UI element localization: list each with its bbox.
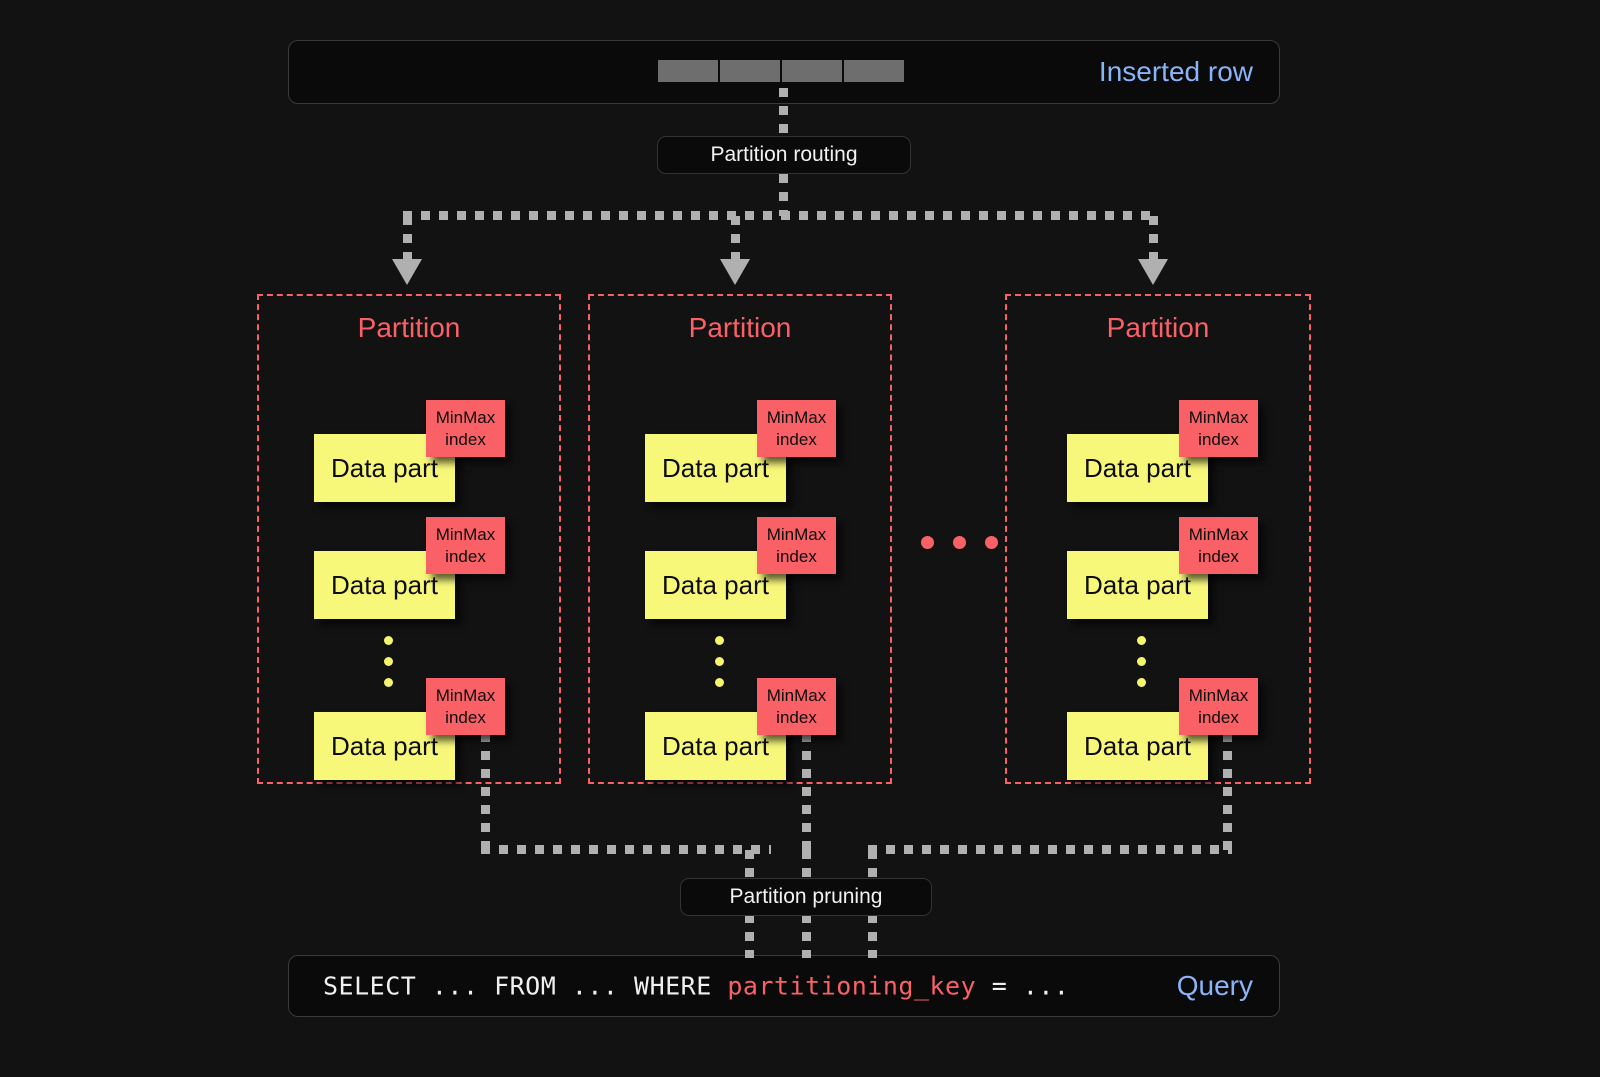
connector-bus-to-partition-2	[1149, 216, 1158, 262]
data-part-group: Data part MinMax index	[1067, 400, 1297, 510]
minmax-index-box: MinMax index	[1179, 400, 1258, 457]
minmax-index-box: MinMax index	[757, 400, 836, 457]
query-text-suffix: = ...	[976, 971, 1070, 1001]
partition-pruning-label: Partition pruning	[729, 885, 883, 908]
connector-pruning-to-query-right	[868, 914, 877, 958]
minmax-index-line1: MinMax	[1188, 408, 1249, 428]
ellipsis-dot	[985, 536, 998, 549]
partition-container-2: Partition Data part MinMax index Data pa…	[1005, 294, 1311, 784]
partition-container-1: Partition Data part MinMax index Data pa…	[588, 294, 892, 784]
query-text: SELECT ... FROM ... WHERE partitioning_k…	[323, 972, 1069, 1001]
query-label: Query	[1176, 970, 1253, 1001]
minmax-index-box: MinMax index	[426, 678, 505, 735]
inserted-row-cells	[658, 60, 904, 82]
query-partitioning-key: partitioning_key	[727, 971, 977, 1001]
data-part-group: Data part MinMax index	[645, 400, 875, 510]
minmax-index-line2: index	[776, 707, 817, 727]
ellipsis-dot	[384, 636, 393, 645]
connector-partition-1-to-bus	[802, 733, 811, 851]
data-part-box: Data part	[314, 712, 455, 780]
partition-container-0: Partition Data part MinMax index Data pa…	[257, 294, 561, 784]
arrowhead-down-partition-2	[1138, 259, 1168, 285]
data-part-group: Data part MinMax index	[314, 400, 544, 510]
connector-partition-2-to-bus	[1223, 733, 1232, 851]
data-part-group: Data part MinMax index	[314, 517, 544, 627]
minmax-index-box: MinMax index	[1179, 517, 1258, 574]
minmax-index-line2: index	[445, 707, 486, 727]
minmax-index-line1: MinMax	[435, 408, 496, 428]
partition-title: Partition	[357, 312, 461, 343]
data-part-box: Data part	[645, 434, 786, 502]
partition-title: Partition	[1106, 312, 1210, 343]
connector-bus-to-partition-0	[403, 216, 412, 262]
row-cell	[720, 60, 780, 82]
minmax-index-box: MinMax index	[426, 517, 505, 574]
partition-pruning-box[interactable]: Partition pruning	[680, 878, 932, 916]
inserted-row-bar: Inserted row	[288, 40, 1280, 104]
query-text-prefix: SELECT ... FROM ... WHERE	[323, 971, 728, 1001]
minmax-index-box: MinMax index	[757, 678, 836, 735]
query-bar: SELECT ... FROM ... WHERE partitioning_k…	[288, 955, 1280, 1017]
minmax-index-line1: MinMax	[766, 686, 827, 706]
connector-collection-bus-right	[868, 845, 1232, 854]
ellipsis-dot	[384, 678, 393, 687]
connector-bus-to-pruning-right	[868, 850, 877, 884]
row-cell	[782, 60, 842, 82]
minmax-index-box: MinMax index	[1179, 678, 1258, 735]
ellipsis-dot	[1137, 636, 1146, 645]
ellipsis-dot	[715, 678, 724, 687]
minmax-index-box: MinMax index	[757, 517, 836, 574]
partitions-ellipsis	[921, 536, 998, 549]
arrowhead-down-partition-1	[720, 259, 750, 285]
connector-row-to-routing	[779, 88, 788, 138]
minmax-index-line1: MinMax	[1188, 686, 1249, 706]
minmax-index-line2: index	[776, 546, 817, 566]
data-part-group: Data part MinMax index	[1067, 678, 1297, 788]
arrowhead-down-partition-0	[392, 259, 422, 285]
data-part-group: Data part MinMax index	[645, 678, 875, 788]
ellipsis-dot	[715, 657, 724, 666]
data-part-group: Data part MinMax index	[1067, 517, 1297, 627]
partition-routing-box[interactable]: Partition routing	[657, 136, 911, 174]
minmax-index-line1: MinMax	[766, 525, 827, 545]
connector-collection-bus-left	[481, 845, 771, 854]
connector-pruning-to-query-center	[802, 914, 811, 958]
ellipsis-dot	[384, 657, 393, 666]
ellipsis-dot	[1137, 678, 1146, 687]
connector-pruning-to-query-left	[745, 914, 754, 958]
minmax-index-line1: MinMax	[766, 408, 827, 428]
minmax-index-box: MinMax index	[426, 400, 505, 457]
connector-routing-to-bus	[779, 174, 788, 216]
minmax-index-line2: index	[1198, 546, 1239, 566]
minmax-index-line2: index	[445, 546, 486, 566]
partition-title: Partition	[688, 312, 792, 343]
data-part-group: Data part MinMax index	[645, 517, 875, 627]
data-parts-ellipsis	[384, 636, 394, 687]
ellipsis-dot	[953, 536, 966, 549]
minmax-index-line2: index	[1198, 429, 1239, 449]
data-part-group: Data part MinMax index	[314, 678, 544, 788]
connector-distribution-bus	[403, 211, 1158, 220]
ellipsis-dot	[921, 536, 934, 549]
row-cell	[844, 60, 904, 82]
minmax-index-line2: index	[1198, 707, 1239, 727]
ellipsis-dot	[1137, 657, 1146, 666]
data-part-box: Data part	[314, 551, 455, 619]
minmax-index-line1: MinMax	[435, 525, 496, 545]
ellipsis-dot	[715, 636, 724, 645]
data-parts-ellipsis	[1137, 636, 1147, 687]
data-parts-ellipsis	[715, 636, 725, 687]
minmax-index-line1: MinMax	[1188, 525, 1249, 545]
data-part-box: Data part	[1067, 712, 1208, 780]
minmax-index-line1: MinMax	[435, 686, 496, 706]
row-cell	[658, 60, 718, 82]
connector-bus-to-pruning-left	[745, 850, 754, 884]
connector-partition-0-to-bus	[481, 733, 490, 851]
partition-routing-label: Partition routing	[710, 143, 858, 166]
inserted-row-label: Inserted row	[1098, 56, 1253, 87]
minmax-index-line2: index	[776, 429, 817, 449]
minmax-index-line2: index	[445, 429, 486, 449]
connector-bus-to-partition-1	[731, 216, 740, 262]
connector-bus-to-pruning-center	[802, 850, 811, 884]
